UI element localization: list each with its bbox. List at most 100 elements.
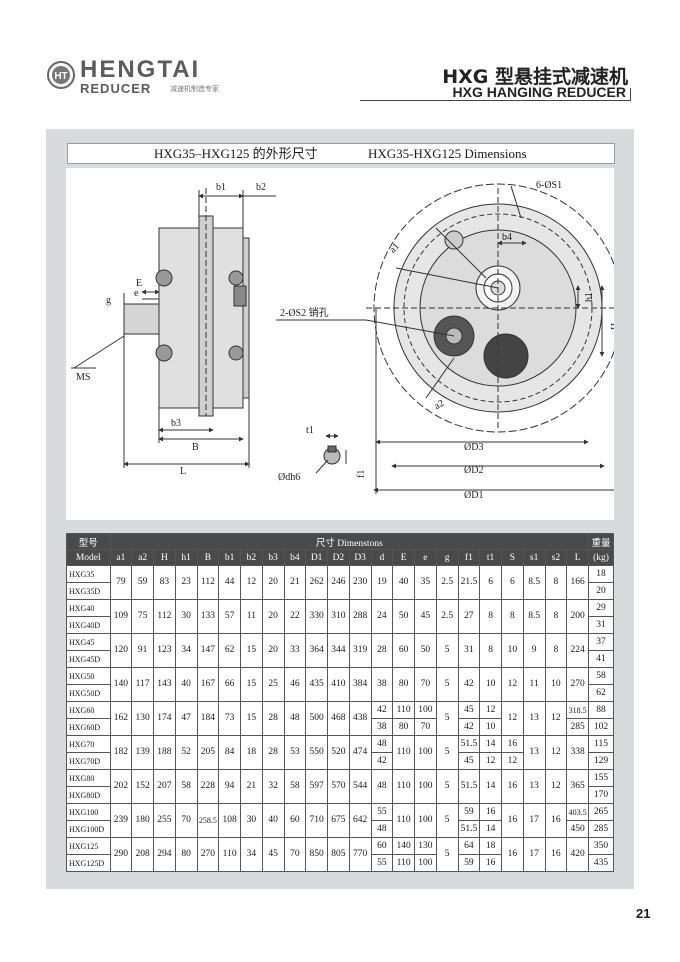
header-col-D2: D2 [327,549,350,566]
label-e: e [134,288,139,299]
table-cell: 130 [131,701,154,736]
table-cell: 13 [522,701,546,736]
table-cell: 224 [566,633,590,668]
table-cell: 6 [501,565,524,600]
brand-tagline: 减速机制造专家 [170,85,219,93]
table-cell: 162 [109,701,133,736]
table-cell: 13 [522,735,546,770]
label-MS: MS [76,372,90,383]
table-cell: 51.5 [457,769,481,804]
table-cell: 57 [218,599,241,634]
table-cell: 27 [457,599,481,634]
page-header: HT HENGTAI REDUCER 减速机制造专家 HXG 型悬挂式减速机 H… [0,0,680,110]
weight-cell: 285 [588,820,614,838]
model-cell: HXG40 [66,599,111,617]
model-cell: HXG45D [66,650,111,668]
model-cell: HXG60D [66,718,111,736]
table-cell: 20 [261,565,285,600]
table-cell: 208 [131,837,154,872]
table-cell: 330 [305,599,328,634]
table-cell: 675 [327,803,350,838]
model-cell: HXG100D [66,820,111,838]
table-cell: 2.5 [435,565,459,600]
table-cell: 10 [479,667,502,702]
label-dh6: Ødh6 [278,472,300,483]
table-cell: 66 [218,667,241,702]
table-cell: 319 [348,633,372,668]
table-cell: 112 [196,565,220,600]
model-cell: HXG125D [66,854,111,872]
model-cell: HXG50 [66,667,111,685]
header-col-S: S [501,549,524,566]
table-cell: 258.5 [196,803,220,838]
weight-cell: 170 [588,786,614,804]
table-cell: 130 [414,837,437,855]
table-cell: 262 [305,565,328,600]
table-cell: 53 [283,735,307,770]
subtitle-cn: HXG35–HXG125 的外形尺寸 [154,146,318,161]
table-cell: 33 [283,633,307,668]
weight-cell: 58 [588,667,614,685]
table-cell: 246 [327,565,350,600]
table-cell: 21 [283,565,307,600]
label-L: L [180,466,186,477]
table-cell: 28 [261,701,285,736]
table-cell: 8 [544,565,568,600]
table-cell: 60 [283,803,307,838]
table-cell: 110 [392,735,415,770]
weight-cell: 435 [588,854,614,872]
table-cell: 70 [283,837,307,872]
table-cell: 94 [218,769,241,804]
table-cell: 16 [544,803,568,838]
table-cell: 16 [544,837,568,872]
table-cell: 403.5 [566,803,590,821]
table-cell: 20 [261,633,285,668]
table-cell: 288 [348,599,372,634]
label-b4: b4 [502,232,512,243]
header-col-a2: a2 [131,549,154,566]
model-cell: HXG35 [66,565,111,583]
hengtai-logo-icon: HT [47,61,75,89]
table-cell: 318.5 [566,701,590,719]
header-col-L: L [566,549,590,566]
table-cell: 45 [457,701,481,719]
table-cell: 70 [174,803,198,838]
label-b1: b1 [216,182,226,193]
table-cell: 110 [218,837,241,872]
table-cell: 42 [370,701,394,719]
label-t1: t1 [306,425,314,436]
table-cell: 420 [566,837,590,872]
table-cell: 38 [370,718,394,736]
label-B: B [192,442,199,453]
table-cell: 73 [218,701,241,736]
table-cell: 140 [392,837,415,855]
table-cell: 34 [174,633,198,668]
table-cell: 52 [174,735,198,770]
label-b3: b3 [171,418,181,429]
table-cell: 15 [240,633,263,668]
weight-cell: 41 [588,650,614,668]
table-cell: 438 [348,701,372,736]
table-cell: 474 [348,735,372,770]
table-cell: 32 [261,769,285,804]
table-cell: 30 [240,803,263,838]
table-cell: 5 [435,701,459,736]
table-cell: 850 [305,837,328,872]
table-cell: 50 [414,633,437,668]
table-cell: 140 [109,667,133,702]
table-cell: 123 [153,633,176,668]
table-cell: 15 [240,667,263,702]
table-cell: 80 [392,718,415,736]
model-cell: HXG60 [66,701,111,719]
title-tick [630,88,631,101]
model-cell: HXG50D [66,684,111,702]
table-cell: 59 [457,803,481,821]
table-cell: 16 [501,769,524,804]
